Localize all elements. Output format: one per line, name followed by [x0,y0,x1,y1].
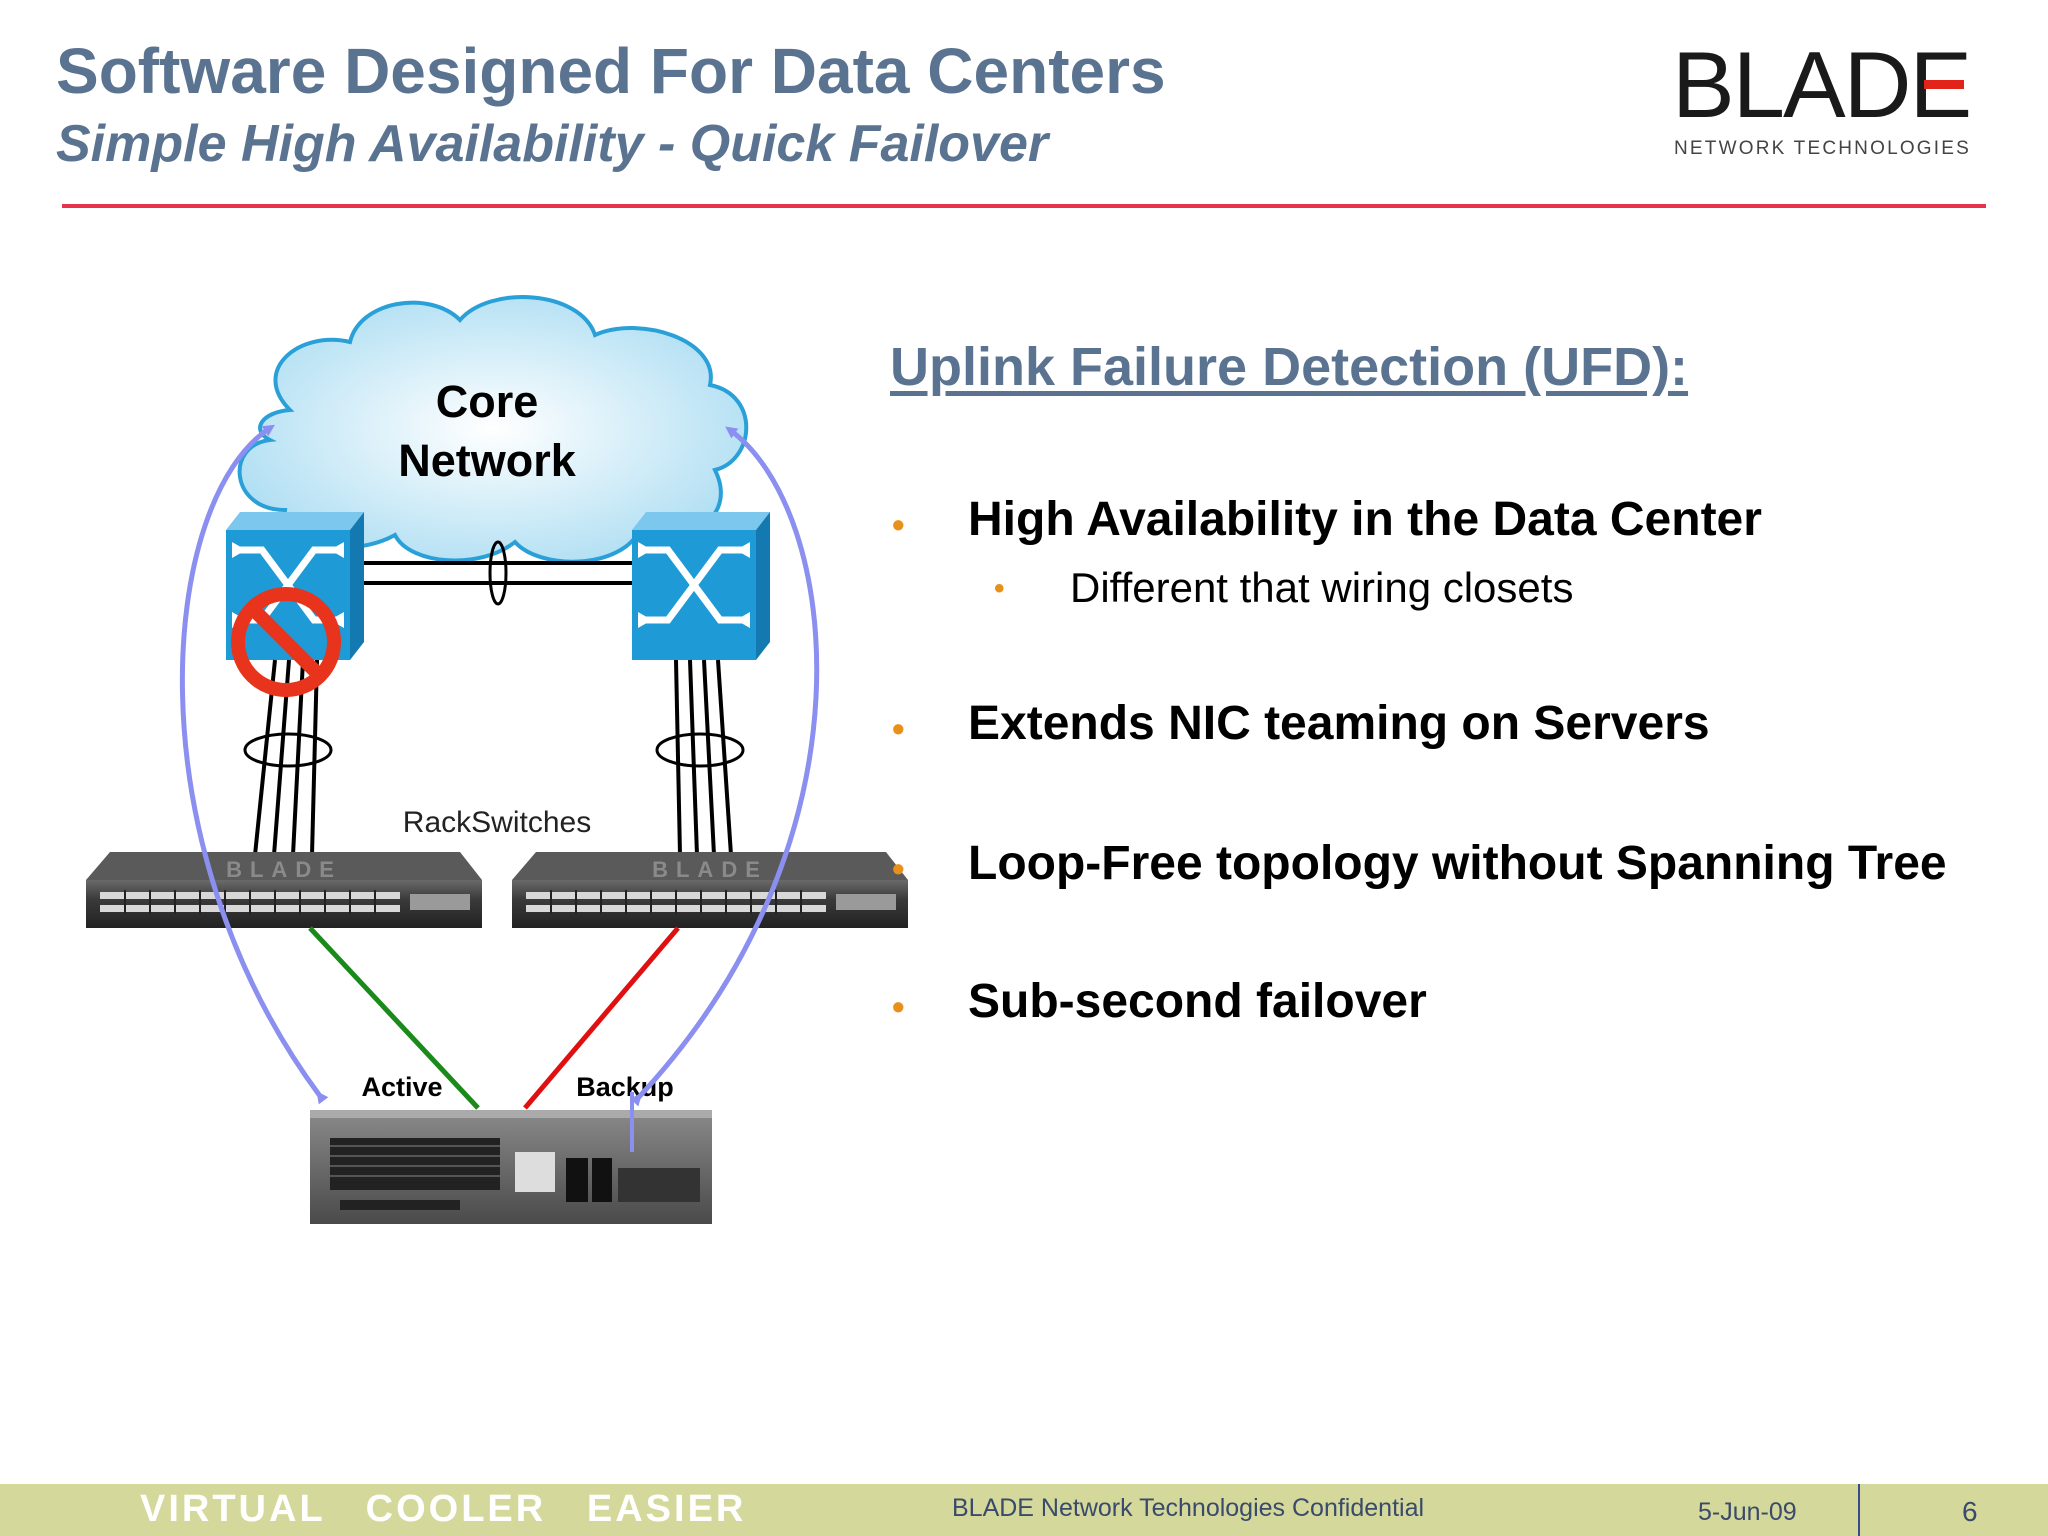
bullet-marker: • [892,708,905,749]
logo-tagline: NETWORK TECHNOLOGIES [1674,138,1972,159]
footer-slogan: VIRTUAL COOLER EASIER [140,1488,747,1530]
rack-switch-left: BLADE [86,852,482,928]
ufd-diagram: Core Network [86,295,908,1224]
active-nic-label: Active [361,1072,442,1102]
cloud-label-core: Core [436,376,539,427]
slide-subtitle: Simple High Availability - Quick Failove… [56,115,1049,173]
blade-logo: BLADE NETWORK TECHNOLOGIES [1672,38,1982,168]
footer-bar [0,1484,2048,1536]
header-rule [62,204,1986,208]
ufd-heading: Uplink Failure Detection (UFD): [890,337,1689,397]
cloud-label-network: Network [398,435,577,486]
active-link [308,926,480,1110]
bullet-subsecond-failover: Sub-second failover [968,975,1427,1028]
bullet-high-availability: High Availability in the Data Center [968,493,1762,546]
footer-divider [1858,1484,1860,1536]
footer-confidential: BLADE Network Technologies Confidential [952,1494,1425,1522]
footer-date: 5-Jun-09 [1698,1498,1797,1526]
slide-title: Software Designed For Data Centers [56,35,1166,107]
rack-switch-left-brand: BLADE [226,857,342,882]
bullet-marker: • [892,504,905,545]
bullet-nic-teaming: Extends NIC teaming on Servers [968,697,1710,750]
bullet-marker: • [892,848,905,889]
rack-switch-right: BLADE [512,852,908,928]
bullet-marker: • [892,986,905,1027]
core-switch-right [632,512,770,660]
rackswitches-label: RackSwitches [403,806,591,839]
sub-bullet-wiring-closets: Different that wiring closets [1070,564,1574,611]
page-number: 6 [1962,1496,1978,1527]
server [310,1110,712,1224]
bullet-loop-free: Loop-Free topology without Spanning Tree [968,837,1947,890]
logo-accent-dash [1924,80,1964,89]
rack-switch-right-brand: BLADE [652,857,768,882]
failover-arrow-right [629,426,820,1107]
failover-arrow-left [179,424,329,1105]
logo-wordmark: BLADE [1672,32,1972,137]
core-switch-left [226,512,364,660]
inter-switch-links [360,540,640,606]
sub-bullet-marker: • [994,572,1005,605]
uplink-bundle-right [655,659,745,856]
